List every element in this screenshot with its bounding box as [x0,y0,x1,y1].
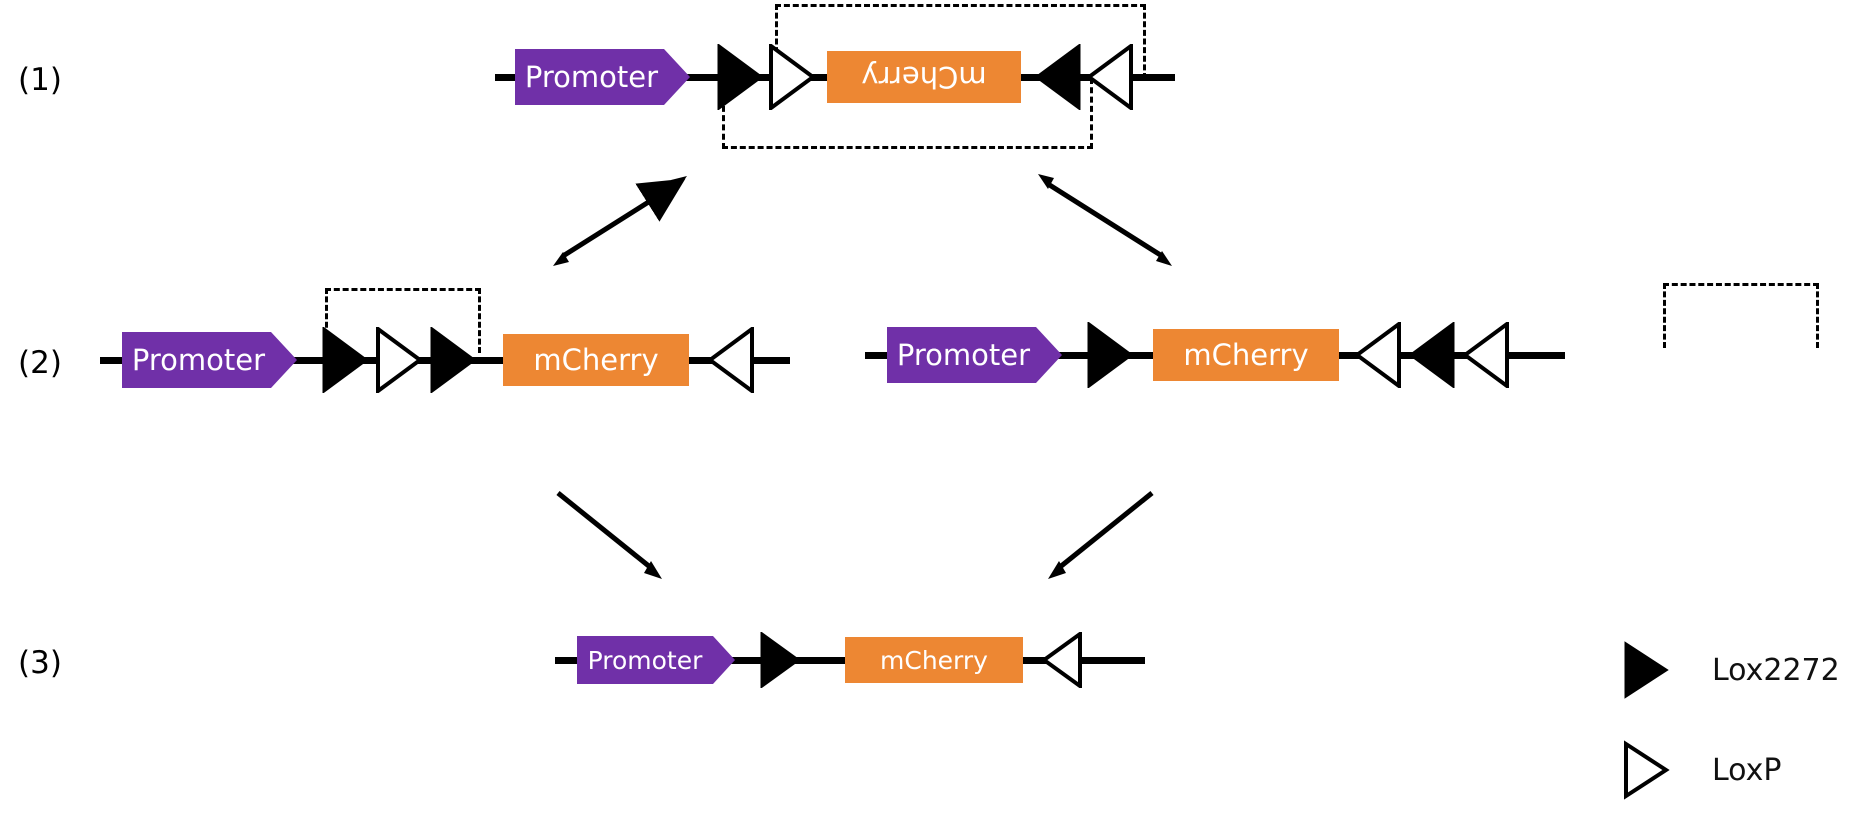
gene-label: mCherry [533,343,659,377]
gene-label: mCherry [861,60,987,94]
bracket-row2-left [325,288,481,353]
construct-row2-right: Promoter mCherry [865,320,1565,390]
lox2272-icon [760,632,800,688]
loxp-icon [708,327,754,393]
bracket-row1 [775,4,1146,79]
lox2272-icon [1624,641,1669,699]
legend: Lox2272 LoxP [1620,640,1860,800]
arrow-row2-right-to-row3 [1048,491,1154,579]
construct-row1: Promoter mCherry [495,42,1175,112]
row-label-1: (1) [18,62,62,98]
row-label-2: (2) [18,345,62,381]
gene-block-row1: mCherry [827,51,1021,103]
lox2272-icon [1409,322,1455,388]
loxp-icon [1087,44,1133,110]
loxp-icon [769,44,815,110]
lox2272-icon [717,44,763,110]
lox2272-icon [430,327,476,393]
gene-label: mCherry [1183,338,1309,372]
lox2272-icon [1087,322,1133,388]
gene-block-row2-left: mCherry [503,334,689,386]
promoter-block-row1: Promoter [515,49,690,105]
lox2272-icon [1035,44,1081,110]
arrow-row2-left-to-row3 [556,491,662,579]
promoter-label: Promoter [524,60,659,94]
loxp-icon [1355,322,1401,388]
legend-item-lox2272: Lox2272 [1620,640,1840,700]
promoter-block-row3: Promoter [577,636,735,684]
gene-block-row2-right: mCherry [1153,329,1339,381]
bracket-row1-lower [722,78,1093,149]
legend-label-loxp: LoxP [1712,752,1782,788]
lox2272-icon [322,327,368,393]
legend-item-loxp: LoxP [1620,740,1781,800]
bracket-row2-right [1663,283,1819,348]
gene-block-row3: mCherry [845,637,1023,683]
loxp-icon [1463,322,1509,388]
promoter-label: Promoter [131,343,266,377]
loxp-icon [1624,740,1670,800]
loxp-icon [1042,632,1082,688]
arrow-row1-to-row2-left [553,176,687,266]
loxp-icon [376,327,422,393]
gene-label: mCherry [880,645,988,675]
promoter-block-row2-left: Promoter [122,332,297,388]
legend-label-lox2272: Lox2272 [1712,652,1840,688]
promoter-block-row2-right: Promoter [887,327,1062,383]
construct-row2-left: Promoter mCherry [100,325,790,395]
arrow-row1-to-row2-right [1038,174,1172,266]
promoter-label: Promoter [587,645,703,675]
construct-row3: Promoter mCherry [555,625,1145,695]
row-label-3: (3) [18,645,62,681]
promoter-label: Promoter [896,338,1031,372]
